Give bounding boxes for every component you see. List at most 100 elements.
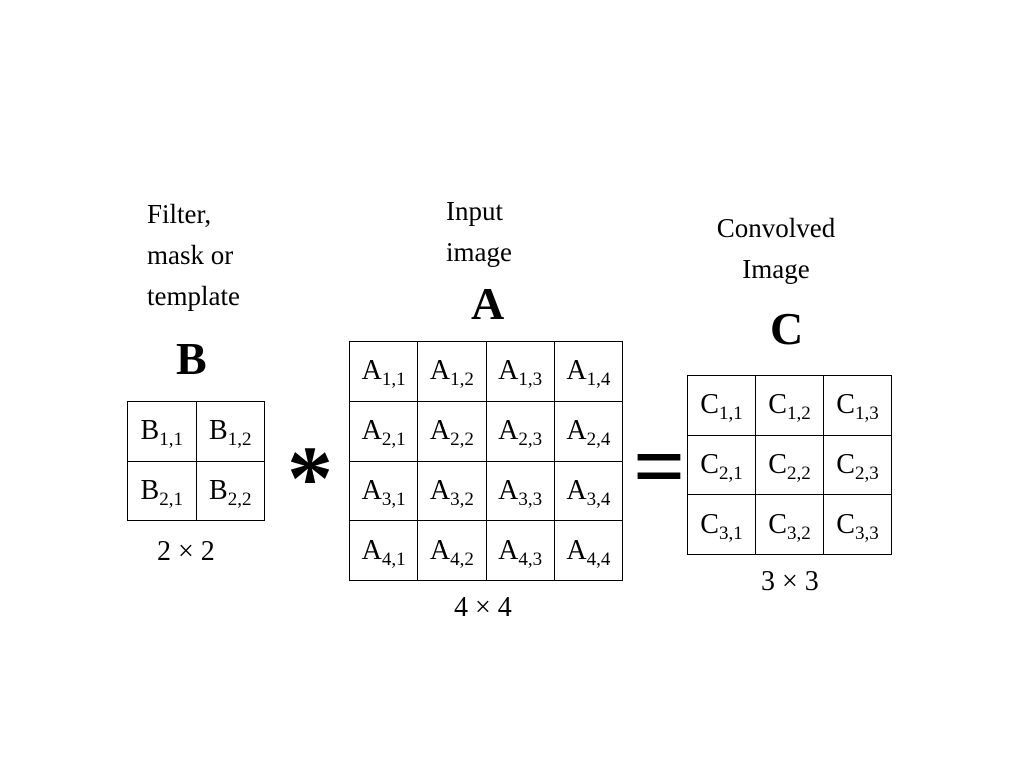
cell-index: 2,2: [786, 462, 811, 484]
input-matrix-cell: A2,1: [348, 400, 419, 462]
cell-index: 2,1: [381, 429, 406, 451]
input-matrix-cell: A3,1: [348, 460, 419, 522]
cell-symbol: A: [566, 355, 587, 387]
input-matrix-cell: A1,4: [553, 341, 624, 402]
cell-symbol: A: [429, 355, 451, 387]
cell-index: 1,4: [586, 369, 611, 391]
cell-index: 1,3: [518, 369, 543, 391]
equals-operator: =: [633, 415, 686, 517]
cell-symbol: C: [836, 448, 855, 480]
cell-symbol: B: [140, 415, 160, 447]
filter-matrix-letter: B: [176, 333, 207, 384]
cell-symbol: A: [361, 534, 382, 566]
output-dimension-label: 3 × 3: [761, 566, 819, 597]
output-matrix-cell: C2,1: [687, 434, 756, 496]
input-matrix-cell: A4,2: [417, 520, 487, 581]
cell-index: 3,1: [718, 522, 743, 544]
input-matrix-cell: A1,3: [485, 341, 555, 402]
cell-index: 3,1: [381, 488, 406, 510]
cell-symbol: A: [429, 415, 451, 447]
cell-symbol: A: [498, 415, 519, 447]
input-caption-line: Input: [446, 196, 503, 226]
filter-matrix-cell: B2,1: [127, 460, 197, 521]
cell-symbol: C: [836, 508, 855, 540]
cell-index: 2,1: [718, 462, 743, 484]
cell-symbol: A: [566, 415, 587, 447]
filter-matrix-cell: B1,2: [195, 401, 265, 462]
input-matrix-cell: A1,2: [417, 341, 487, 402]
cell-index: 1,1: [718, 403, 743, 425]
input-matrix-cell: A3,4: [553, 460, 624, 522]
cell-index: 4,2: [450, 548, 474, 570]
cell-symbol: B: [209, 415, 228, 447]
cell-index: 1,1: [159, 429, 183, 451]
output-caption-line: Image: [742, 254, 810, 284]
cell-index: 1,1: [381, 369, 406, 391]
cell-index: 1,2: [227, 429, 252, 451]
output-matrix-cell: C3,2: [755, 494, 824, 555]
cell-index: 4,4: [586, 548, 611, 570]
input-matrix-cell: A4,4: [553, 520, 624, 581]
cell-index: 2,1: [159, 488, 183, 510]
filter-caption: Filter, mask or template: [147, 194, 240, 317]
filter-dimension-label: 2 × 2: [157, 536, 215, 567]
output-matrix-cell: C3,3: [823, 494, 892, 555]
output-matrix-cell: C1,2: [755, 375, 824, 436]
input-matrix-cell: A3,2: [417, 460, 487, 522]
output-matrix-cell: C2,2: [755, 434, 824, 496]
cell-symbol: A: [566, 534, 587, 566]
cell-symbol: B: [209, 474, 228, 506]
cell-index: 2,3: [854, 462, 879, 484]
input-caption: Input image: [446, 191, 512, 273]
filter-matrix-cell: B2,2: [195, 460, 265, 521]
filter-caption-line: Filter,: [147, 199, 212, 229]
cell-index: 2,2: [450, 429, 474, 451]
cell-index: 3,4: [586, 488, 611, 510]
cell-symbol: A: [566, 474, 587, 506]
cell-symbol: A: [361, 355, 382, 387]
cell-symbol: B: [140, 474, 160, 506]
cell-index: 1,2: [786, 403, 811, 425]
output-caption: Convolved Image: [702, 208, 850, 290]
cell-symbol: A: [498, 534, 519, 566]
input-matrix-cell: A1,1: [348, 341, 419, 402]
cell-index: 4,1: [381, 548, 406, 570]
cell-symbol: C: [700, 448, 719, 480]
cell-symbol: A: [429, 534, 451, 566]
input-caption-line: image: [446, 237, 512, 267]
output-matrix-letter: C: [770, 303, 804, 354]
input-dimension-label: 4 × 4: [454, 592, 512, 623]
cell-symbol: A: [361, 415, 382, 447]
cell-index: 3,3: [854, 522, 879, 544]
cell-index: 3,3: [518, 488, 543, 510]
input-matrix-cell: A2,3: [485, 400, 555, 462]
input-matrix-cell: A4,1: [348, 520, 419, 581]
cell-symbol: C: [700, 389, 719, 421]
cell-symbol: C: [768, 389, 787, 421]
cell-symbol: A: [498, 355, 519, 387]
cell-index: 1,3: [854, 403, 879, 425]
output-matrix-cell: C1,3: [823, 375, 892, 436]
output-matrix-cell: C1,1: [687, 375, 756, 436]
convolution-operator: *: [287, 427, 333, 529]
cell-index: 2,2: [227, 488, 252, 510]
cell-symbol: C: [768, 448, 787, 480]
filter-caption-line: mask or: [147, 240, 234, 270]
cell-index: 3,2: [786, 522, 811, 544]
filter-matrix-cell: B1,1: [127, 401, 197, 462]
filter-caption-line: template: [147, 281, 240, 311]
cell-symbol: C: [768, 508, 787, 540]
cell-symbol: A: [498, 474, 519, 506]
cell-index: 1,2: [450, 369, 474, 391]
output-caption-line: Convolved: [716, 213, 836, 243]
